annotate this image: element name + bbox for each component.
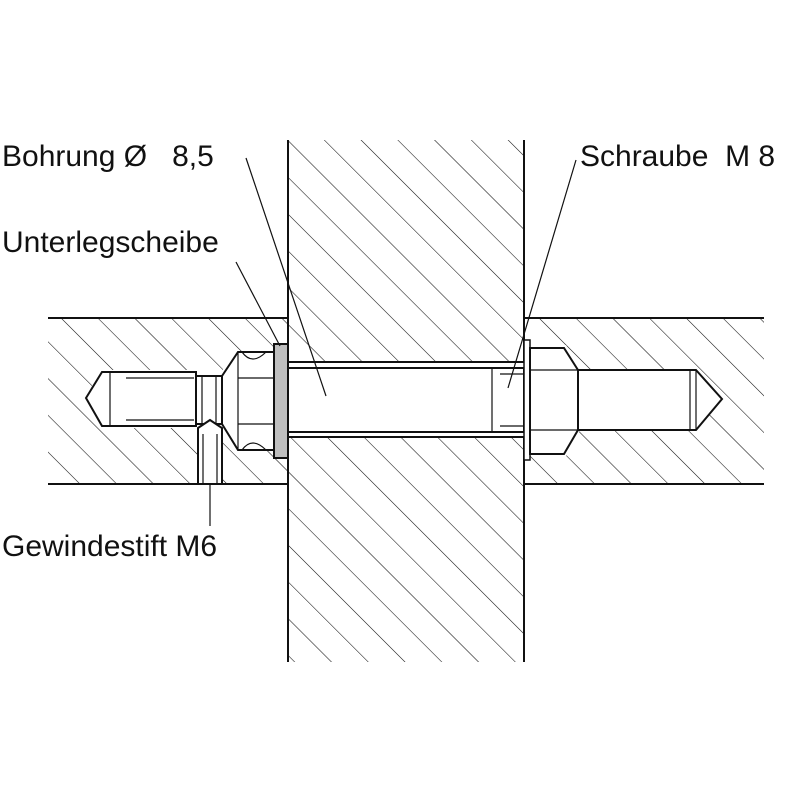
screw-head bbox=[529, 347, 579, 455]
screw-shank bbox=[287, 367, 525, 433]
screw-tip bbox=[577, 369, 724, 431]
label-bore: Bohrung Ø 8,5 bbox=[2, 140, 214, 173]
label-screw: Schraube M 8 bbox=[580, 140, 775, 173]
threaded-pin bbox=[84, 371, 223, 427]
label-set-screw: Gewindestift M6 bbox=[2, 530, 217, 563]
set-screw bbox=[197, 418, 223, 485]
washer bbox=[273, 343, 289, 459]
leader-lines bbox=[209, 157, 577, 526]
label-washer: Unterlegscheibe bbox=[2, 226, 219, 259]
hex-nut bbox=[221, 351, 275, 451]
